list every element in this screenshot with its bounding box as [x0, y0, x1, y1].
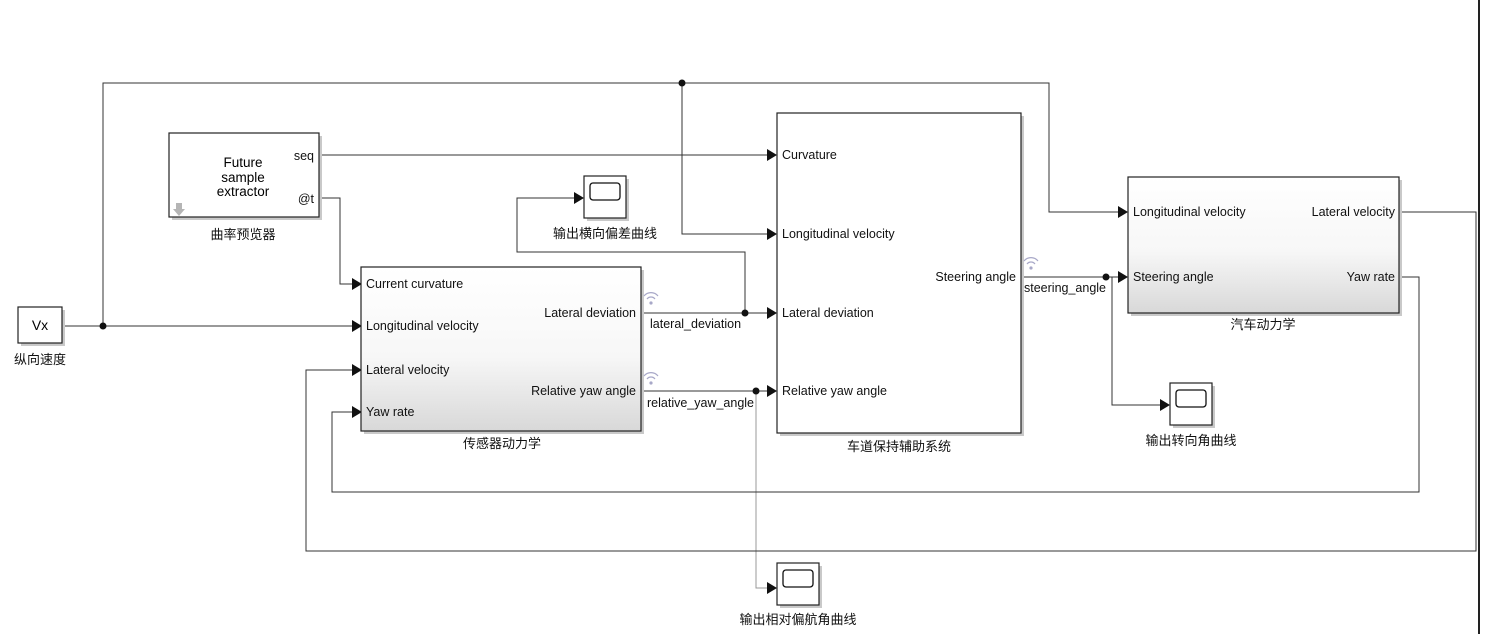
line-vx-to-lka[interactable] — [681, 83, 767, 235]
port-lka-lateral-deviation: Lateral deviation — [782, 306, 874, 320]
scope-lateral-deviation-caption: 输出横向偏差曲线 — [553, 226, 657, 241]
scope-steering-angle[interactable] — [1169, 382, 1215, 428]
line-at-to-sensor[interactable] — [322, 197, 352, 285]
scope-lateral-deviation[interactable] — [583, 175, 629, 221]
lka-caption: 车道保持辅助系统 — [847, 439, 951, 454]
future-caption: 曲率预览器 — [210, 227, 275, 242]
vx-block[interactable]: Vx — [17, 306, 65, 346]
future-line3: extractor — [217, 184, 270, 199]
port-vehicle-yaw-rate: Yaw rate — [1347, 270, 1395, 284]
port-sensor-yaw-rate: Yaw rate — [366, 405, 414, 419]
port-at: @t — [298, 192, 315, 206]
scope-screen-icon — [782, 569, 814, 588]
port-vehicle-steering-angle: Steering angle — [1133, 270, 1214, 284]
port-curvature: Curvature — [782, 148, 837, 162]
line-relative-yaw-to-scope[interactable] — [755, 391, 767, 589]
signal-label-lateral-deviation: lateral_deviation — [650, 317, 741, 331]
port-vehicle-lateral-velocity: Lateral velocity — [1312, 205, 1396, 219]
port-lka-longitudinal-velocity: Longitudinal velocity — [782, 227, 895, 241]
signal-label-relative-yaw-angle: relative_yaw_angle — [647, 396, 754, 410]
future-sample-extractor-block[interactable]: Future sample extractor seq @t — [168, 132, 322, 220]
port-relative-yaw-out: Relative yaw angle — [531, 384, 636, 398]
line-lateral-to-scope[interactable] — [516, 197, 746, 313]
scope-relative-yaw-caption: 输出相对偏航角曲线 — [739, 612, 856, 627]
future-line2: sample — [221, 170, 265, 185]
port-seq: seq — [294, 149, 314, 163]
line-lateral-velocity-feedback[interactable] — [305, 211, 1477, 552]
lane-keeping-assist-block[interactable]: Curvature Longitudinal velocity Lateral … — [776, 112, 1024, 436]
sensor-dynamics-block[interactable]: Current curvature Longitudinal velocity … — [360, 266, 644, 434]
sensor-caption: 传感器动力学 — [463, 436, 541, 451]
port-lateral-deviation-out: Lateral deviation — [544, 306, 636, 320]
vx-caption: 纵向速度 — [14, 352, 66, 367]
vehicle-caption: 汽车动力学 — [1230, 317, 1295, 332]
signal-label-steering-angle: steering_angle — [1024, 281, 1106, 295]
vehicle-dynamics-block[interactable]: Longitudinal velocity Steering angle Lat… — [1127, 176, 1402, 316]
junction-dots — [99, 79, 1110, 395]
scope-relative-yaw[interactable] — [776, 562, 822, 608]
scope-screen-icon — [1175, 389, 1207, 408]
vx-label: Vx — [32, 317, 48, 333]
arrowheads — [352, 149, 1170, 594]
signal-logging-icon — [643, 292, 659, 305]
port-vehicle-longitudinal-velocity: Longitudinal velocity — [1133, 205, 1246, 219]
signal-logging-icon — [643, 372, 659, 385]
scope-steering-angle-caption: 输出转向角曲线 — [1145, 433, 1236, 448]
port-sensor-lateral-velocity: Lateral velocity — [366, 363, 450, 377]
scope-screen-icon — [589, 182, 621, 201]
future-line1: Future — [223, 155, 262, 170]
signal-logging-icon — [1023, 257, 1039, 270]
port-lka-relative-yaw: Relative yaw angle — [782, 384, 887, 398]
port-sensor-longitudinal-velocity: Longitudinal velocity — [366, 319, 479, 333]
port-steering-angle-out: Steering angle — [935, 270, 1016, 284]
port-current-curvature: Current curvature — [366, 277, 463, 291]
line-vx-top-bus[interactable] — [102, 82, 1118, 326]
down-arrow-icon — [173, 203, 185, 216]
line-yaw-rate-feedback[interactable] — [331, 276, 1420, 493]
